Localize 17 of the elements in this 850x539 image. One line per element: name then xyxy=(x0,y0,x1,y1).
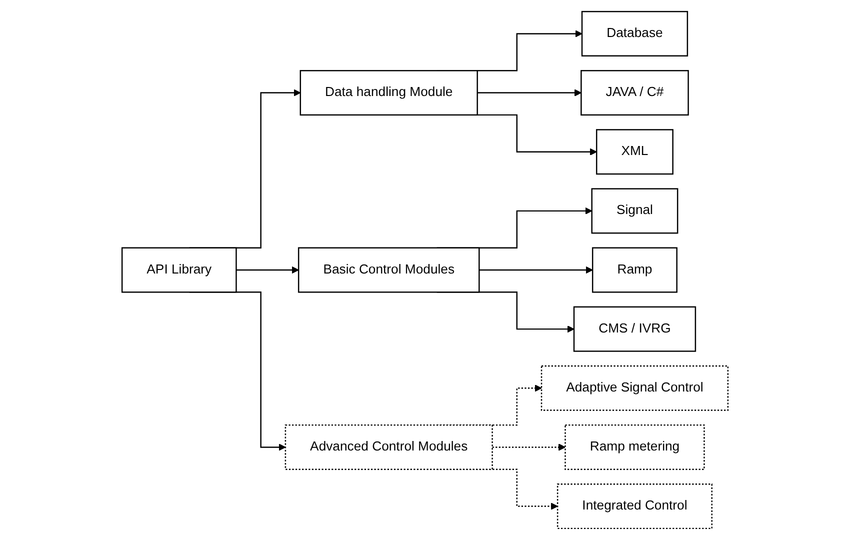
node-box: XML xyxy=(596,128,674,174)
node-box: Database xyxy=(581,10,688,56)
arrow xyxy=(492,443,566,450)
node-box: Signal xyxy=(591,188,678,234)
node-box: Ramp metering xyxy=(564,424,705,470)
node-box: Data handling Module xyxy=(300,70,478,116)
node-box: Advanced Control Modules xyxy=(284,424,493,470)
node-box: API Library xyxy=(121,246,237,292)
node-box: CMS / IVRG xyxy=(573,306,696,352)
arrow xyxy=(479,266,593,274)
node-box: Ramp xyxy=(592,246,678,292)
arrow xyxy=(236,266,299,274)
node-box: Basic Control Modules xyxy=(298,246,480,292)
node-box: Integrated Control xyxy=(556,483,712,529)
arrow xyxy=(477,88,582,96)
node-box: Adaptive Signal Control xyxy=(540,364,729,410)
node-box: JAVA / C# xyxy=(580,70,689,116)
